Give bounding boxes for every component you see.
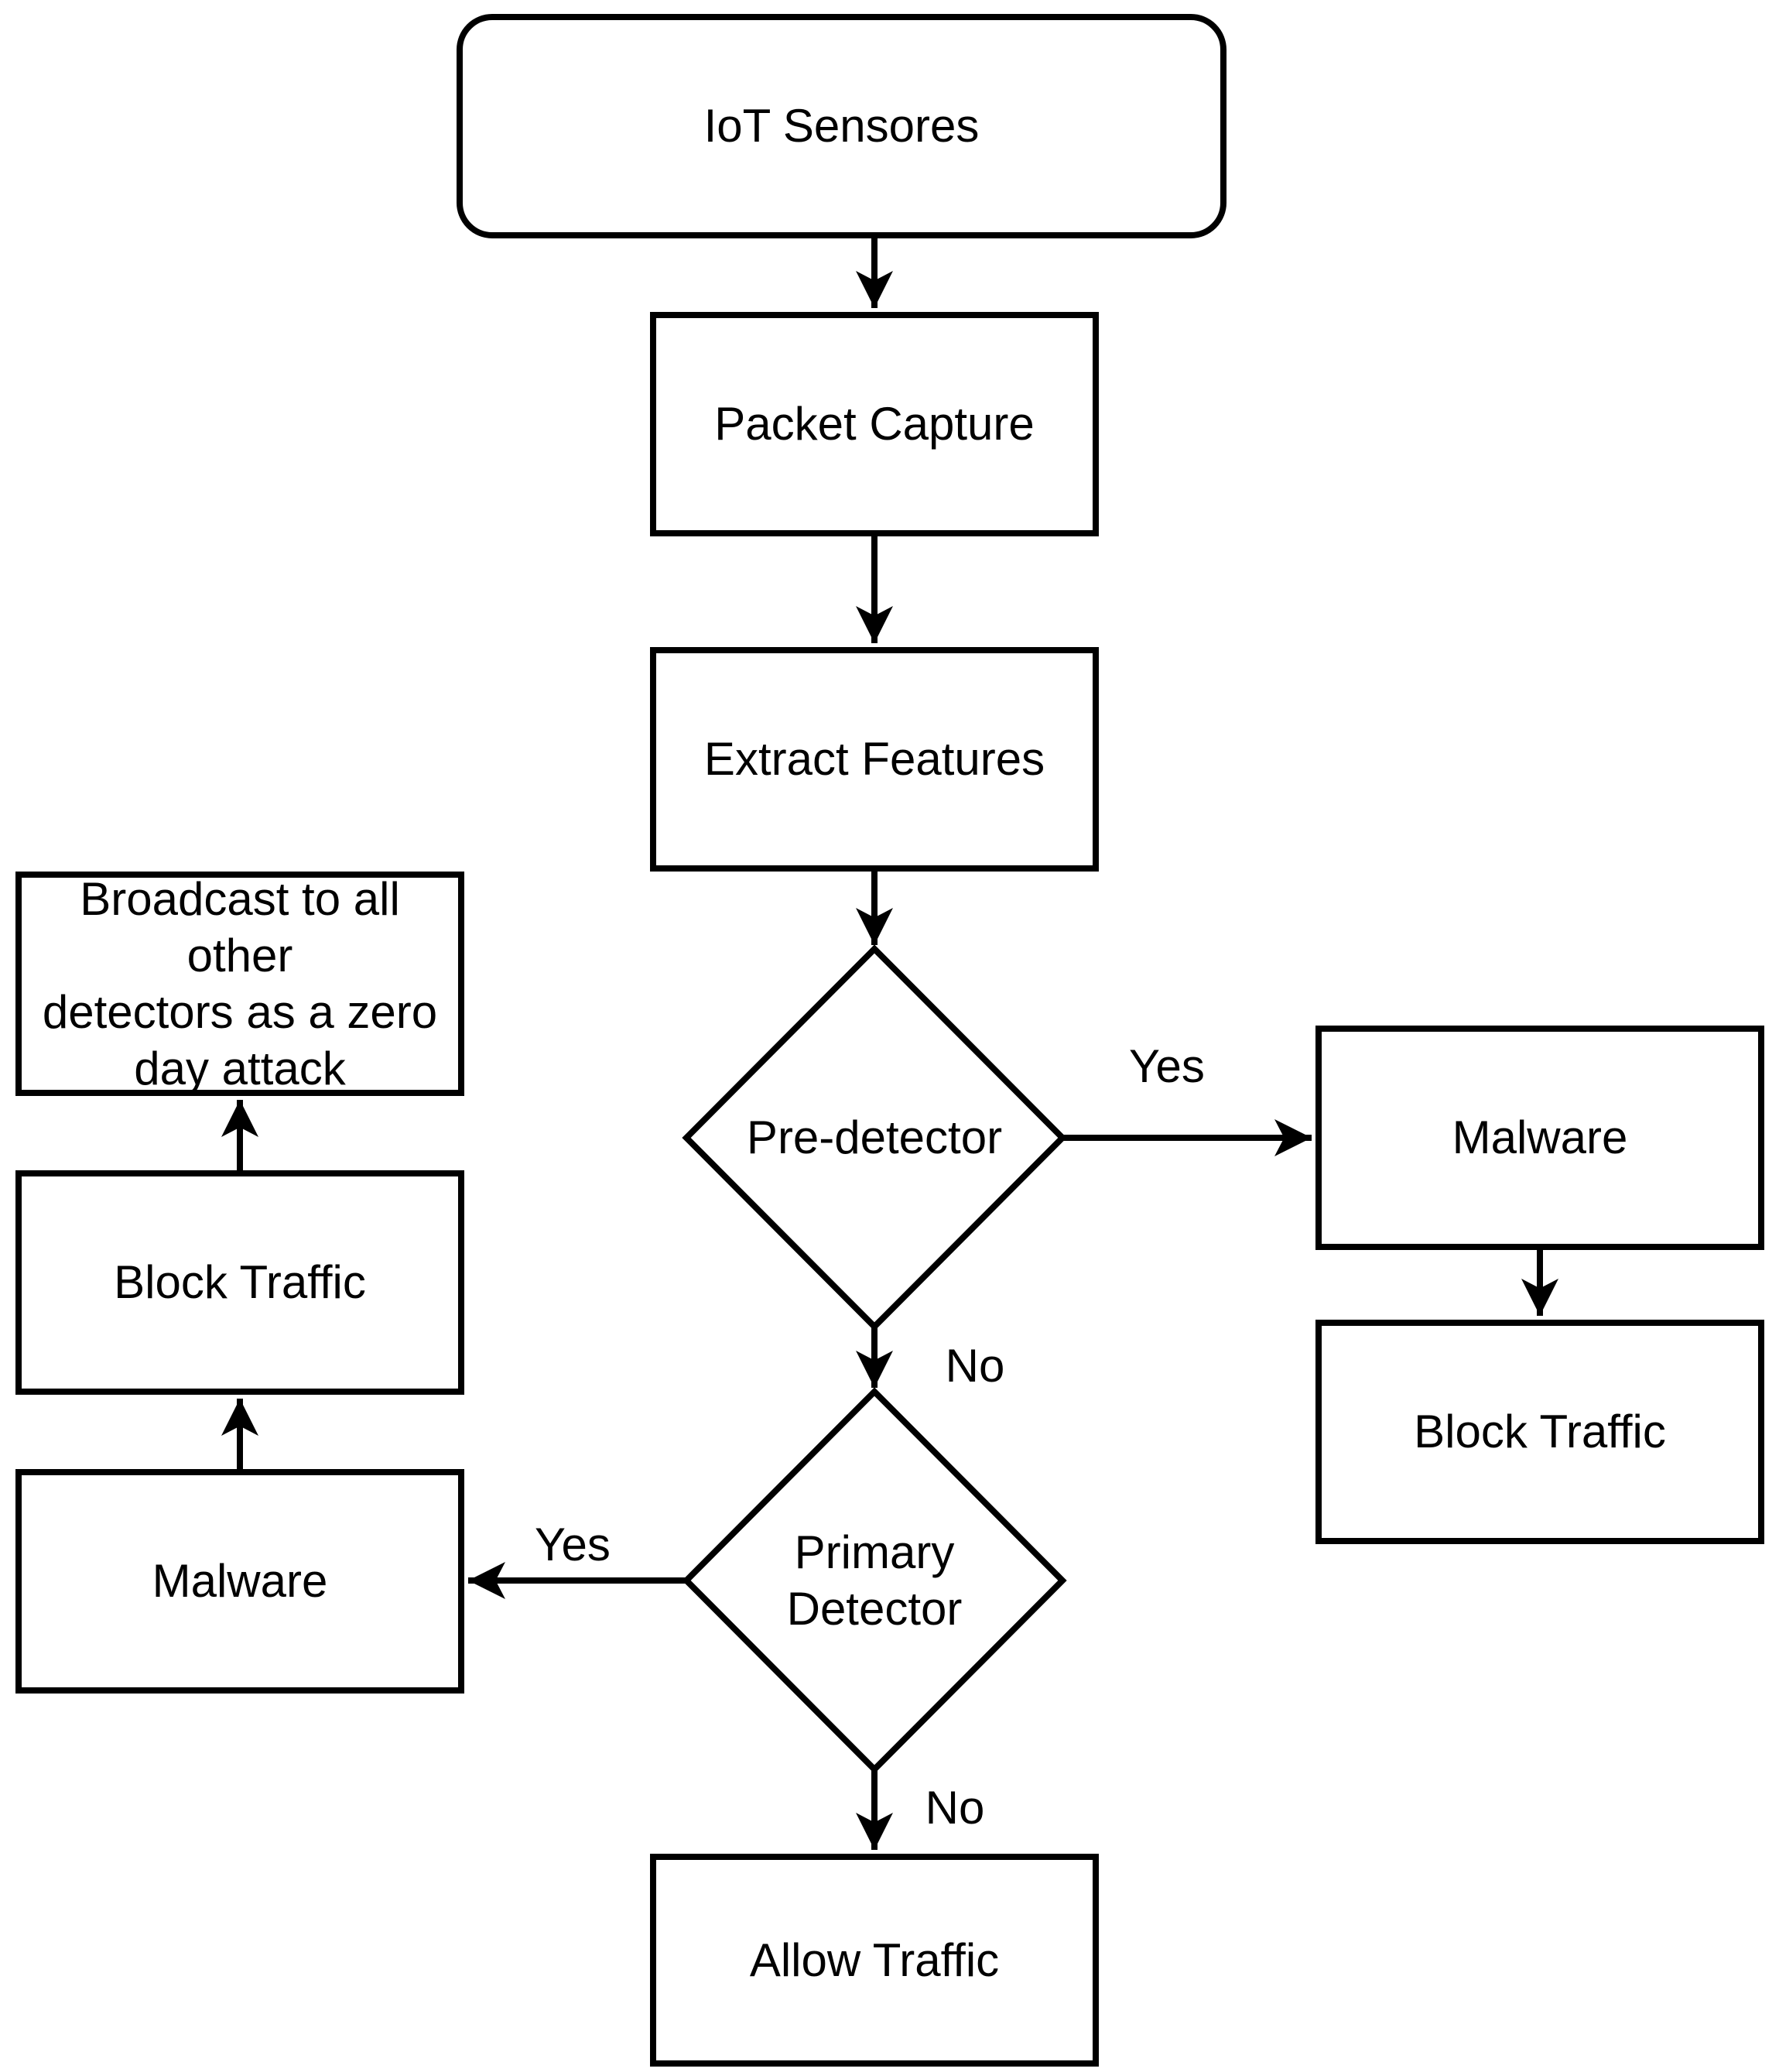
node-extract-features: Extract Features (650, 647, 1099, 872)
node-block-traffic-left: Block Traffic (15, 1170, 464, 1395)
edge-label-primary-detector-yes: Yes (535, 1519, 611, 1570)
node-malware-left: Malware (15, 1469, 464, 1694)
edge-label-pre-detector-no: No (945, 1340, 1005, 1392)
node-broadcast-zero-day: Broadcast to all other detectors as a ze… (15, 872, 464, 1096)
pre-detector-diamond-shape (682, 944, 1067, 1331)
primary-detector-diamond-shape (682, 1387, 1067, 1774)
edge-label-pre-detector-yes: Yes (1129, 1040, 1205, 1092)
node-packet-capture: Packet Capture (650, 312, 1099, 536)
node-block-traffic-right: Block Traffic (1315, 1320, 1764, 1544)
node-malware-right: Malware (1315, 1026, 1764, 1250)
edge-label-primary-detector-no: No (925, 1782, 985, 1834)
node-iot-sensores: IoT Sensores (457, 14, 1226, 238)
node-allow-traffic: Allow Traffic (650, 1854, 1099, 2067)
